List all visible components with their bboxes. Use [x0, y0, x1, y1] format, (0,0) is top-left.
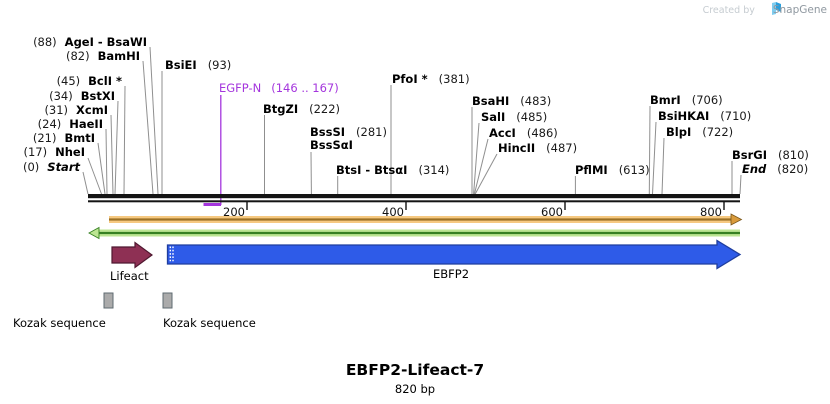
watermark: Created by SnapGene [703, 4, 827, 16]
site-connector [474, 153, 498, 195]
map-footer: EBFP2-Lifeact-7 820 bp [0, 361, 830, 396]
orf-arrow-forward[interactable] [109, 213, 743, 226]
site-label-bsiei[interactable]: BsiEI(93) [165, 58, 232, 72]
site-label-bsahi[interactable]: BsaHI(483) [472, 94, 552, 108]
site-label-bsihkai[interactable]: BsiHKAI(710) [658, 109, 752, 123]
site-connector [648, 105, 651, 195]
site-label-bmri[interactable]: BmrI(706) [650, 93, 723, 107]
site-connector [97, 142, 106, 195]
site-label-pfoi[interactable]: PfoI *(381) [392, 72, 470, 86]
site-label-bstxi[interactable]: (34)BstXI [49, 89, 115, 103]
site-label-acci[interactable]: AccI(486) [489, 126, 558, 140]
site-label-xcmi[interactable]: (31)XcmI [44, 103, 108, 117]
ruler-ticks [246, 202, 725, 210]
site-connector [114, 100, 119, 195]
site-label-btgzi[interactable]: BtgZI(222) [263, 102, 341, 116]
feature-overlap-hatching [169, 246, 174, 263]
site-label-bsrgi[interactable]: BsrGI(810) [732, 148, 809, 162]
watermark-created-by: Created by [702, 4, 755, 16]
orf-forward-arrowhead [730, 213, 743, 226]
site-label-blpi[interactable]: BlpI(722) [666, 125, 734, 139]
site-connector [142, 60, 154, 195]
ruler-label-800: 800 [700, 205, 722, 219]
snapgene-logo-icon [772, 2, 781, 15]
map-length: 820 bp [394, 382, 436, 396]
kozak-box-2[interactable] [162, 292, 173, 309]
site-connector [661, 137, 665, 195]
sequence-line-top-strand[interactable] [88, 194, 740, 199]
feature-arrow-ebfp2[interactable] [166, 239, 742, 270]
site-connectors [82, 46, 742, 195]
site-label-bcli[interactable]: (45)BclI * [56, 74, 122, 88]
site-label-pflmi[interactable]: PflMI(613) [575, 163, 650, 177]
site-label-start[interactable]: (0)Start [22, 160, 80, 174]
ruler-label-600: 600 [541, 205, 563, 219]
ruler-label-400: 400 [382, 205, 404, 219]
site-connector [87, 157, 102, 195]
ruler-label-200: 200 [223, 205, 245, 219]
site-label-nhei[interactable]: (17)NheI [23, 145, 86, 159]
orf-reverse-arrowhead [88, 226, 100, 240]
orf-arrow-reverse[interactable] [88, 226, 740, 240]
site-label-bsssi[interactable]: BssSI(281)BssSαI [310, 125, 387, 152]
site-connector [105, 128, 108, 195]
site-connector [110, 114, 114, 195]
site-label-bmti[interactable]: (21)BmtI [32, 131, 95, 145]
site-label-bamhi[interactable]: (82)BamHI [65, 49, 140, 63]
site-connector [149, 46, 159, 195]
watermark-brand: SnapGene [772, 4, 827, 16]
site-label-hincii[interactable]: HincII(487) [498, 141, 578, 155]
map-title: EBFP2-Lifeact-7 [345, 361, 485, 379]
site-label-end[interactable]: End(820) [742, 162, 809, 176]
site-connector [739, 174, 742, 195]
feature-label-ebfp2[interactable]: EBFP2 [433, 267, 470, 281]
site-label-sali[interactable]: SalI(485) [481, 110, 548, 124]
primer-label-egfp-n[interactable]: EGFP-N(146 .. 167) [219, 81, 339, 95]
feature-arrow-lifeact[interactable] [111, 241, 154, 269]
site-label-agei-bsawi[interactable]: (88)AgeI - BsaWI [33, 35, 147, 49]
site-label-bsssi-alias: BssSαI [310, 138, 353, 152]
kozak-box-1[interactable] [103, 292, 114, 309]
site-connector [82, 171, 89, 195]
kozak-label-1[interactable]: Kozak sequence [13, 316, 106, 330]
site-connector [652, 121, 657, 195]
site-connector [123, 85, 126, 195]
site-label-btsi[interactable]: BtsI - BtsαI(314) [336, 163, 450, 177]
site-connector [473, 138, 489, 195]
sequence-line-bottom-strand[interactable] [88, 200, 740, 203]
feature-label-lifeact[interactable]: Lifeact [110, 269, 149, 283]
site-label-haeii[interactable]: (24)HaeII [37, 117, 103, 131]
site-connector [473, 122, 480, 195]
kozak-label-2[interactable]: Kozak sequence [163, 316, 256, 330]
